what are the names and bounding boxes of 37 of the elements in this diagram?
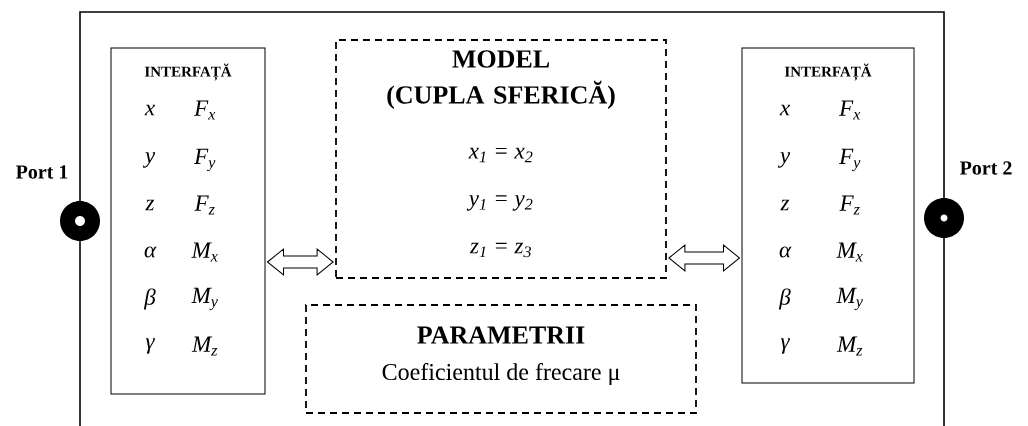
port-label: Port 1 (15, 165, 68, 179)
port-label: Port 2 (960, 161, 1012, 175)
variable: β (143, 288, 156, 310)
variable: M$_{z}$ (191, 336, 218, 356)
variable: α (779, 246, 792, 258)
variable: F$_{x}$ (194, 100, 216, 120)
variable: z (145, 199, 155, 211)
double-arrow (668, 244, 740, 272)
variable: z (780, 199, 790, 211)
variable: M$_{y}$ (191, 287, 218, 311)
frame (79, 11, 945, 426)
variable: F$_{z}$ (194, 195, 215, 215)
variable: y (778, 152, 791, 168)
variable: M$_{z}$ (836, 336, 863, 356)
box-heading: MODEL (CUPLA SFERICĂ) (387, 50, 615, 109)
variable: F$_{y}$ (194, 148, 216, 172)
box-heading: PARAMETRII (417, 326, 585, 344)
equation: z$_{1}$ = z$_{3}$ (469, 242, 531, 258)
variable: α (144, 246, 157, 258)
variable: M$_{x}$ (836, 242, 863, 262)
box-heading: INTERFAȚĂ (144, 63, 232, 81)
variable: M$_{x}$ (191, 242, 218, 262)
variable: γ (145, 338, 156, 354)
variable: γ (780, 338, 791, 354)
variable: x (779, 104, 790, 116)
equation: x$_{1}$ = x$_{2}$ (468, 147, 533, 163)
variable: F$_{x}$ (839, 100, 861, 120)
variable: M$_{y}$ (836, 287, 863, 311)
parameter-text: Coeficientul de frecare μ (382, 363, 620, 385)
box-heading: INTERFAȚĂ (784, 63, 872, 81)
double-arrow (267, 248, 334, 276)
variable: y (143, 152, 156, 168)
equation: y$_{1}$ = y$_{2}$ (466, 195, 533, 211)
variable: F$_{z}$ (839, 195, 860, 215)
variable: F$_{y}$ (839, 148, 861, 172)
variable: x (144, 104, 155, 116)
variable: β (778, 288, 791, 310)
